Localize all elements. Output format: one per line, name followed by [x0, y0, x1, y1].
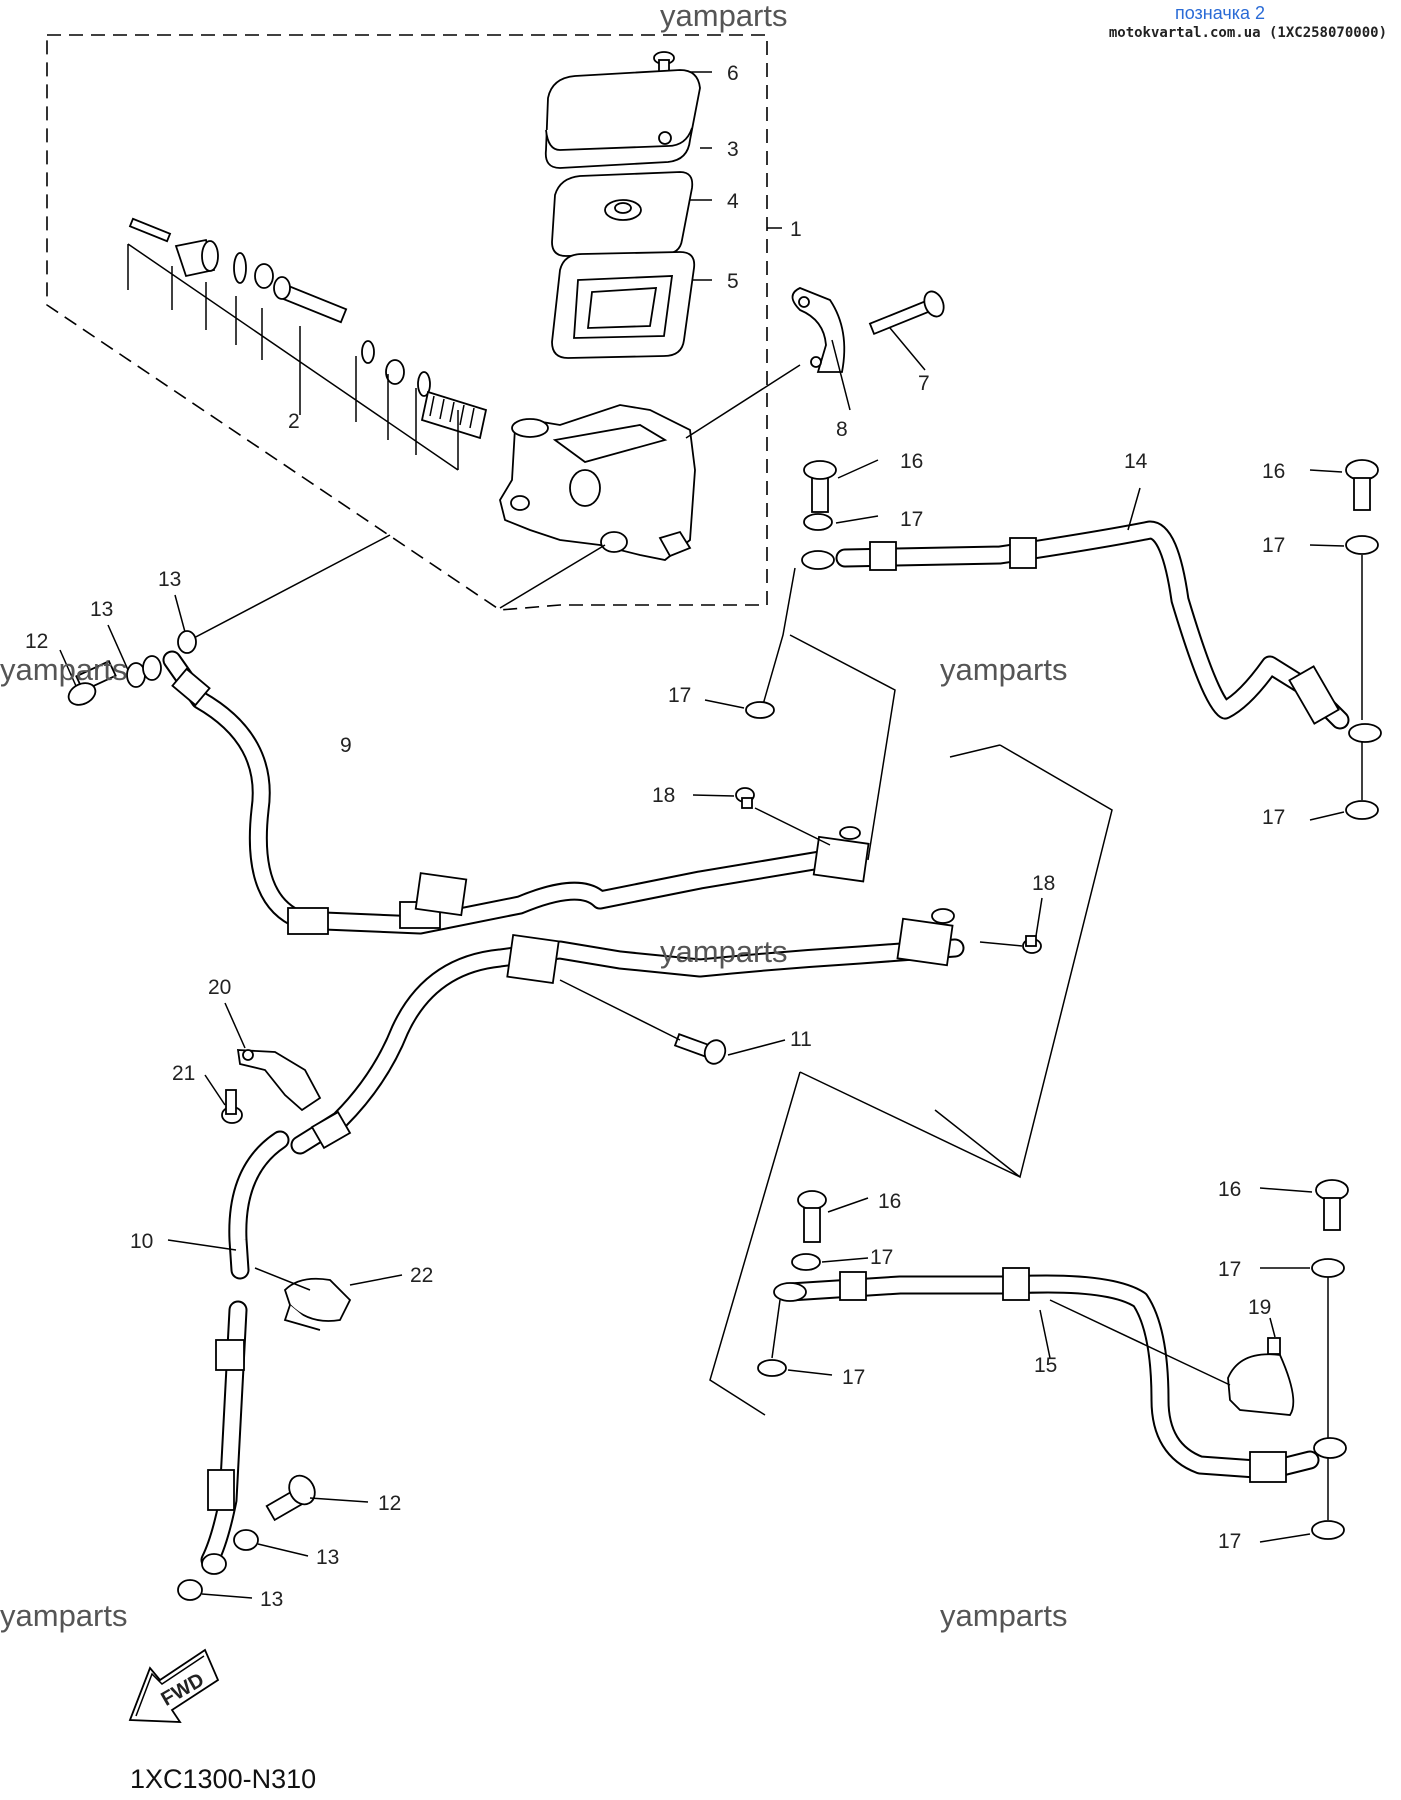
callout-21: 21 — [172, 1062, 195, 1085]
callout-18-b: 18 — [1032, 872, 1055, 895]
leader-lines-2 — [127, 243, 459, 471]
reservoir-cap-part — [544, 69, 701, 169]
callout-13-c: 13 — [316, 1546, 339, 1569]
callout-16-d: 16 — [878, 1190, 901, 1213]
hose-joint-bolt-part — [673, 1033, 727, 1065]
union-bolt-part-upper-right-b — [1345, 459, 1379, 511]
callout-17-h: 17 — [1218, 1530, 1241, 1553]
callout-13-b: 13 — [90, 598, 113, 621]
callout-17-d: 17 — [1262, 806, 1285, 829]
callout-17-c: 17 — [668, 684, 691, 707]
brake-hose-upper-part — [162, 650, 870, 935]
forward-arrow-icon — [128, 1648, 220, 1723]
union-bolt-part-lower — [265, 1474, 316, 1522]
hose-guide-screw-part-b — [1022, 935, 1042, 954]
callout-12-b: 12 — [378, 1492, 401, 1515]
bracket-bolt-part — [221, 1089, 243, 1124]
callout-19: 19 — [1248, 1296, 1271, 1319]
callout-16-a: 16 — [900, 450, 923, 473]
union-bolt-part-upper — [67, 659, 117, 706]
watermark: yamparts — [0, 652, 127, 687]
callout-2: 2 — [288, 410, 300, 433]
callout-1: 1 — [790, 218, 802, 241]
hose-clamp-part — [283, 1277, 352, 1331]
callout-17-a: 17 — [900, 508, 923, 531]
brake-pipe-upper-right-part — [801, 520, 1382, 743]
callout-13-a: 13 — [158, 568, 181, 591]
clamp-bolt-part — [868, 290, 945, 336]
callout-12-a: 12 — [25, 630, 48, 653]
callout-16-b: 16 — [1262, 460, 1285, 483]
union-bolt-part-upper-right-a — [803, 460, 837, 513]
callout-17-e: 17 — [870, 1246, 893, 1269]
hose-bracket-part — [236, 1049, 322, 1112]
pipe-clamp-part — [1227, 1337, 1295, 1416]
callout-22: 22 — [410, 1264, 433, 1287]
callout-7: 7 — [918, 372, 930, 395]
callout-18-a: 18 — [652, 784, 675, 807]
callout-13-d: 13 — [260, 1588, 283, 1611]
callout-9: 9 — [340, 734, 352, 757]
callout-8: 8 — [836, 418, 848, 441]
callout-17-b: 17 — [1262, 534, 1285, 557]
piston-kit-parts — [128, 217, 488, 440]
source-site-label: motokvartal.com.ua (1XC258070000) — [1108, 25, 1387, 41]
callout-6: 6 — [727, 62, 739, 85]
union-bolt-part-lower-right-a — [797, 1190, 827, 1243]
watermark: yamparts — [660, 0, 787, 33]
callout-15: 15 — [1034, 1354, 1057, 1377]
watermark: yamparts — [940, 652, 1067, 687]
page-tag-label: позначка 2 — [1174, 3, 1266, 23]
callout-17-f: 17 — [1218, 1258, 1241, 1281]
brake-hose-lower-part — [200, 908, 965, 1570]
callout-5: 5 — [727, 270, 739, 293]
assembly-frame — [46, 34, 768, 611]
callout-10: 10 — [130, 1230, 153, 1253]
brake-pipe-lower-right-part — [773, 1267, 1347, 1483]
callout-14: 14 — [1124, 450, 1148, 473]
diaphragm-plate-part — [551, 171, 694, 257]
watermark: yamparts — [660, 934, 787, 969]
handlebar-clamp-part — [791, 287, 846, 373]
hose-guide-screw-part-a — [735, 787, 755, 809]
callout-4: 4 — [727, 190, 739, 213]
watermark: yamparts — [940, 1598, 1067, 1633]
callout-3: 3 — [727, 138, 739, 161]
watermark: yamparts — [0, 1598, 127, 1633]
master-cylinder-body-part — [499, 404, 696, 561]
diaphragm-gasket-part — [551, 251, 696, 359]
callout-11: 11 — [790, 1028, 812, 1051]
callout-17-g: 17 — [842, 1366, 865, 1389]
callout-16-c: 16 — [1218, 1178, 1241, 1201]
union-bolt-part-lower-right-b — [1315, 1179, 1349, 1231]
callout-20: 20 — [208, 976, 231, 999]
diagram-code: 1XC1300-N310 — [130, 1764, 316, 1794]
